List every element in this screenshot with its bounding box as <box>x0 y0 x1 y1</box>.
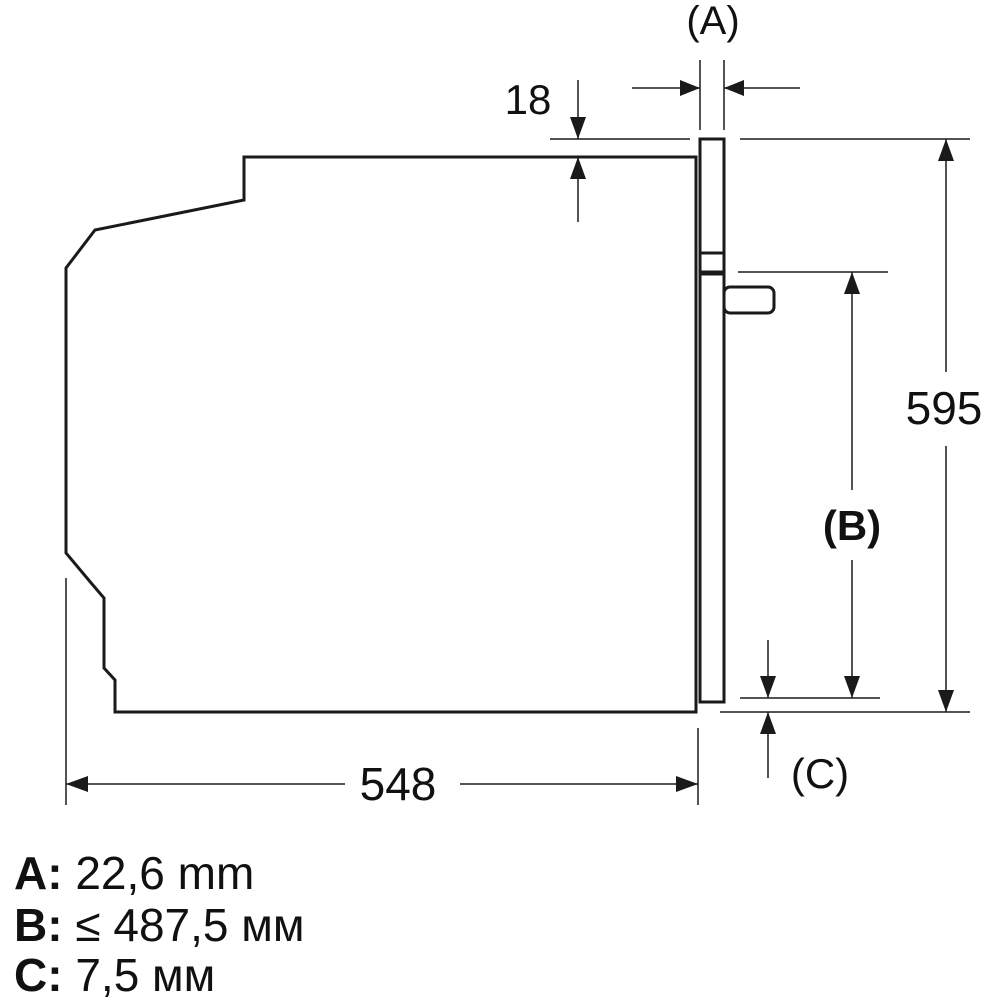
dim-595-label: 595 <box>906 382 983 434</box>
dim-b-arrow-bottom <box>844 676 860 698</box>
dim-a-arrow-right <box>724 80 744 96</box>
legend-c-key: C: <box>14 949 63 1001</box>
dim-c-arrow-bottom <box>760 712 776 734</box>
door-handle <box>722 285 776 315</box>
legend-c: C: 7,5 мм <box>14 952 215 998</box>
door-lower-panel <box>698 272 726 704</box>
dim-c-label: (C) <box>791 750 849 797</box>
oven-body-outline <box>64 155 698 714</box>
dim-595-arrow-bottom <box>938 690 954 712</box>
legend-a-key: A: <box>14 847 63 899</box>
dim-b-arrow-top <box>844 272 860 294</box>
dim-c-arrow-top <box>760 676 776 698</box>
legend-b: B: ≤ 487,5 мм <box>14 902 305 948</box>
legend-a-value: 22,6 mm <box>75 847 255 899</box>
dim-595-arrow-top <box>938 139 954 161</box>
dim-18-label: 18 <box>505 76 552 123</box>
dim-b-label: (B) <box>823 502 881 549</box>
legend-c-value: 7,5 мм <box>75 949 216 1001</box>
door-upper-step <box>698 253 726 274</box>
dim-18-arrow-bottom <box>570 157 586 179</box>
dim-18-arrow-top <box>570 117 586 139</box>
legend-b-value: ≤ 487,5 мм <box>75 899 305 951</box>
dim-548-arrow-left <box>66 776 88 792</box>
door-upper-panel <box>698 137 726 255</box>
dim-a-arrow-left <box>680 80 700 96</box>
dim-548-arrow-right <box>676 776 698 792</box>
dim-a-label: (A) <box>686 0 739 43</box>
dim-548-label: 548 <box>360 758 437 810</box>
legend-b-key: B: <box>14 899 63 951</box>
legend-a: A: 22,6 mm <box>14 850 254 896</box>
